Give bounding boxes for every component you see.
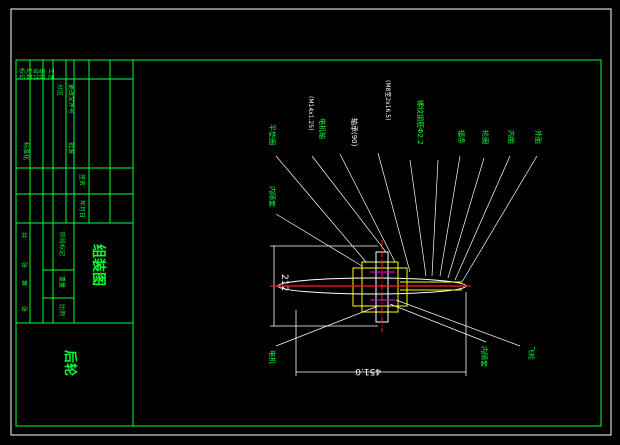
tb-row-label: 标记 <box>18 68 26 80</box>
callout-inner-spacer-left: 内隔套 <box>268 186 277 207</box>
tb-extra-label: 标准化 <box>22 142 30 160</box>
callout-inner-tube: 内胎 <box>507 130 516 144</box>
tb-col-label: 签名 <box>78 174 86 186</box>
tb-extra-label: 重量 <box>58 276 66 288</box>
tb-row-label: 工艺 <box>47 68 55 80</box>
callout-motor-shaft: 电机轴 <box>318 118 327 139</box>
sheet-border <box>10 8 612 436</box>
title-block <box>15 59 134 427</box>
callout-rebar: 螺纹钢筋Φ2.2 <box>416 100 425 145</box>
tb-row-label: 审核 <box>38 68 46 80</box>
tb-extra-label: 共 <box>20 232 28 238</box>
tb-extra-label: 阶段标记 <box>58 232 66 256</box>
callout-freewheel: 飞轮 <box>527 346 536 360</box>
dimension-width: 451.0 <box>355 366 381 376</box>
tb-extra-label: 张 <box>20 306 28 312</box>
callout-inner-spacer-right: 内隔套 <box>480 346 489 367</box>
tb-row-label: 设计 <box>32 68 40 80</box>
tb-extra-label: 批准 <box>67 142 75 154</box>
tb-col-label: 年月日 <box>78 200 86 218</box>
dimension-height: 212 <box>279 274 289 291</box>
callout-tire: 外胎 <box>534 130 543 144</box>
tb-extra-label: 张 <box>20 262 28 268</box>
callout-bolt-spec: (M8至2x16.5) <box>384 80 391 120</box>
callout-rim: 轮圈 <box>481 130 490 144</box>
callout-washer: 平垫圈 <box>268 124 277 145</box>
callout-motor: 电机 <box>268 350 277 364</box>
wheel-assembly <box>270 240 470 332</box>
tb-extra-label: 第 <box>20 280 28 286</box>
callout-motor-shaft-spec: (M14x1.25) <box>307 96 314 130</box>
dimension-lines <box>270 245 467 376</box>
tb-col-label: 分区 <box>56 84 64 96</box>
tb-col-label: 更改文件号 <box>67 84 75 114</box>
tb-extra-label: 比例 <box>58 304 66 316</box>
leader-lines <box>275 152 538 347</box>
tb-row-label: 处数 <box>25 68 33 80</box>
callout-spoke: 辐条 <box>457 130 466 144</box>
callout-bearing: 轴承(90) <box>350 118 359 147</box>
part-name: 后轮 <box>62 350 78 376</box>
drawing-title: 组装图 <box>90 244 107 286</box>
